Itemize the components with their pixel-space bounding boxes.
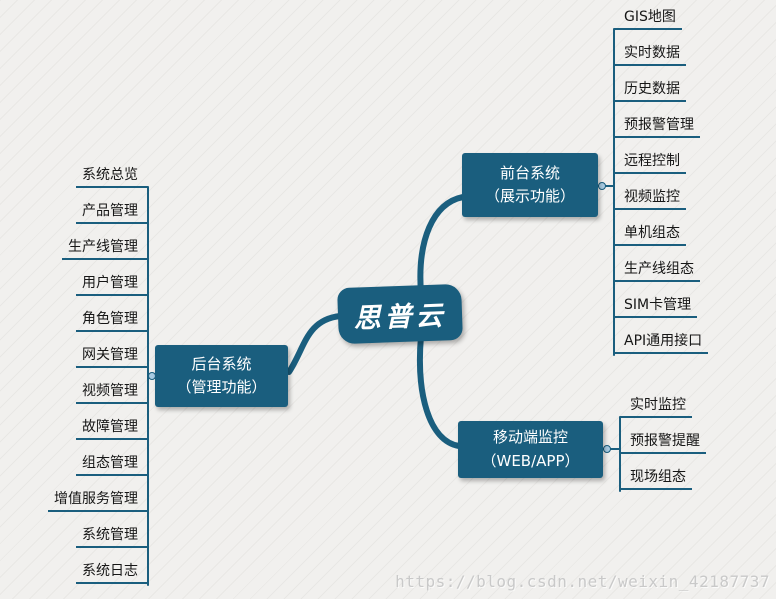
expand-marker-front[interactable] <box>598 182 606 190</box>
child-topic[interactable]: API通用接口 <box>614 330 709 354</box>
child-topic[interactable]: 历史数据 <box>614 78 686 102</box>
branch-connector-front <box>417 194 466 296</box>
child-topic[interactable]: 产品管理 <box>76 200 148 224</box>
child-topic[interactable]: 实时数据 <box>614 42 686 66</box>
watermark-url: https://blog.csdn.net/weixin_42187737 <box>395 572 770 591</box>
child-topic[interactable]: 生产线管理 <box>62 236 148 260</box>
child-topic[interactable]: GIS地图 <box>614 6 682 30</box>
child-topic[interactable]: 现场组态 <box>620 466 692 490</box>
child-topic[interactable]: 角色管理 <box>76 308 148 332</box>
child-topic[interactable]: 系统日志 <box>76 560 148 584</box>
expand-marker-mobile[interactable] <box>603 445 611 453</box>
child-topic[interactable]: 系统总览 <box>76 164 148 188</box>
branch-topic-back[interactable]: 后台系统 （管理功能） <box>155 345 288 407</box>
child-topic[interactable]: 故障管理 <box>76 416 148 440</box>
child-topic[interactable]: 视频监控 <box>614 186 686 210</box>
child-topic[interactable]: 远程控制 <box>614 150 686 174</box>
child-topic[interactable]: 增值服务管理 <box>48 488 148 512</box>
child-topic[interactable]: 视频管理 <box>76 380 148 404</box>
branch-connector-mobile <box>416 333 462 449</box>
child-topic[interactable]: 单机组态 <box>614 222 686 246</box>
branch-topic-mobile[interactable]: 移动端监控 （WEB/APP） <box>458 421 603 478</box>
branch-topic-front[interactable]: 前台系统 （展示功能） <box>462 153 598 217</box>
child-topic[interactable]: 组态管理 <box>76 452 148 476</box>
branch-connector-back <box>286 313 343 375</box>
child-topic[interactable]: SIM卡管理 <box>614 294 698 318</box>
child-topic[interactable]: 实时监控 <box>620 394 692 418</box>
branch-title-front: 前台系统 <box>499 163 560 182</box>
child-topic[interactable]: 用户管理 <box>76 272 148 296</box>
branch-subtitle-front: （展示功能） <box>484 187 575 205</box>
child-topic[interactable]: 生产线组态 <box>614 258 700 282</box>
branch-subtitle-back: （管理功能） <box>176 378 267 396</box>
child-topic[interactable]: 预报警管理 <box>614 114 700 138</box>
center-topic[interactable]: 思普云 <box>337 283 463 345</box>
branch-subtitle-mobile: （WEB/APP） <box>481 451 580 470</box>
child-topic[interactable]: 网关管理 <box>76 344 148 368</box>
child-topic[interactable]: 预报警提醒 <box>620 430 706 454</box>
child-topic[interactable]: 系统管理 <box>76 524 148 548</box>
branch-title-back: 后台系统 <box>191 354 252 373</box>
branch-title-mobile: 移动端监控 <box>492 428 568 447</box>
